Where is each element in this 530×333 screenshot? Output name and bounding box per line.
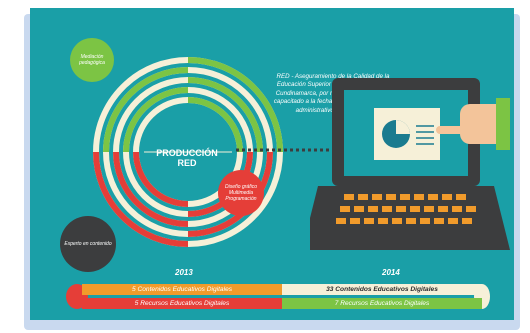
- pie-chart-icon: [382, 120, 410, 148]
- dotted-connector: [236, 148, 356, 152]
- concentric-rings: [93, 57, 283, 247]
- strip-2014-recursos: 7 Recursos Educativos Digitales: [282, 298, 482, 309]
- strip-2014-contenidos: 33 Contenidos Educativos Digitales: [282, 284, 482, 295]
- bubble-diseno: Diseño gráfico Multimedia Programación: [218, 170, 264, 216]
- pointing-hand-icon: [436, 98, 510, 150]
- infographic-canvas: PRODUCCIÓN RED Mediación pedagógica Expe…: [30, 8, 514, 320]
- strip-2013-recursos: 5 Recursos Educativos Digitales: [82, 298, 282, 309]
- year-2013: 2013: [175, 268, 193, 277]
- year-2014: 2014: [382, 268, 400, 277]
- strip-2013-contenidos: 5 Contenidos Educativos Digitales: [82, 284, 282, 295]
- laptop-icon: [310, 78, 510, 250]
- bubble-mediacion: Mediación pedagógica: [70, 38, 114, 82]
- bubble-experto: Experto en contenido: [60, 216, 116, 272]
- center-label: PRODUCCIÓN RED: [156, 148, 218, 168]
